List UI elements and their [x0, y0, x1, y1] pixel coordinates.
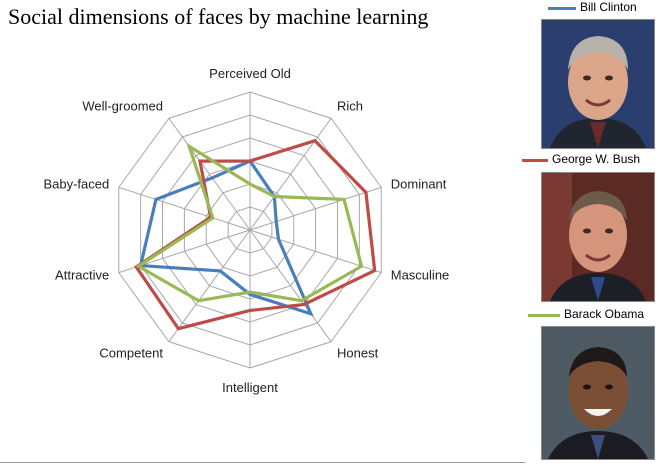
axis-label-4: Honest: [337, 346, 379, 361]
axis-spoke: [249, 186, 382, 231]
legend-swatch-clinton: [548, 7, 576, 10]
axis-spoke: [249, 229, 332, 342]
axis-spoke: [249, 118, 332, 231]
axis-labels: Perceived OldRichDominantMasculineHonest…: [43, 66, 449, 395]
series-line-barack-obama: [135, 142, 364, 303]
portrait-george-w-bush: [541, 172, 655, 302]
portrait-image: [542, 20, 654, 148]
axis-label-9: Well-groomed: [82, 98, 163, 113]
portrait-image: [542, 327, 654, 459]
legend-item-clinton: Bill Clinton: [528, 0, 658, 16]
radar-chart: Perceived OldRichDominantMasculineHonest…: [43, 66, 449, 395]
legend-label-bush: George W. Bush: [552, 152, 641, 166]
legend-swatch-bush: [522, 159, 548, 162]
axis-label-5: Intelligent: [222, 380, 278, 395]
axis-label-1: Rich: [337, 98, 363, 113]
radar-series: [134, 138, 377, 331]
bottom-rule: [0, 462, 525, 463]
axis-spoke: [168, 118, 251, 231]
axis-label-2: Dominant: [391, 176, 447, 191]
axis-label-8: Baby-faced: [43, 176, 109, 191]
axis-label-7: Attractive: [55, 268, 109, 283]
series-line-bill-clinton: [138, 158, 314, 317]
axis-spoke: [168, 229, 251, 342]
radar-spokes: [118, 92, 382, 368]
axis-label-3: Masculine: [391, 268, 450, 283]
axis-spoke: [249, 229, 382, 274]
axis-label-0: Perceived Old: [209, 66, 291, 81]
axis-label-6: Competent: [99, 346, 163, 361]
legend-item-bush: George W. Bush: [522, 152, 658, 168]
portrait-barack-obama: [541, 326, 655, 460]
axis-spoke: [118, 186, 251, 231]
portrait-image: [542, 173, 654, 301]
legend-label-obama: Barack Obama: [564, 307, 645, 321]
legend-swatch-obama: [528, 314, 560, 317]
legend-item-obama: Barack Obama: [528, 307, 658, 323]
chart-title: Social dimensions of faces by machine le…: [8, 4, 429, 29]
portrait-bill-clinton: [541, 19, 655, 149]
legend-label-clinton: Bill Clinton: [580, 0, 637, 14]
